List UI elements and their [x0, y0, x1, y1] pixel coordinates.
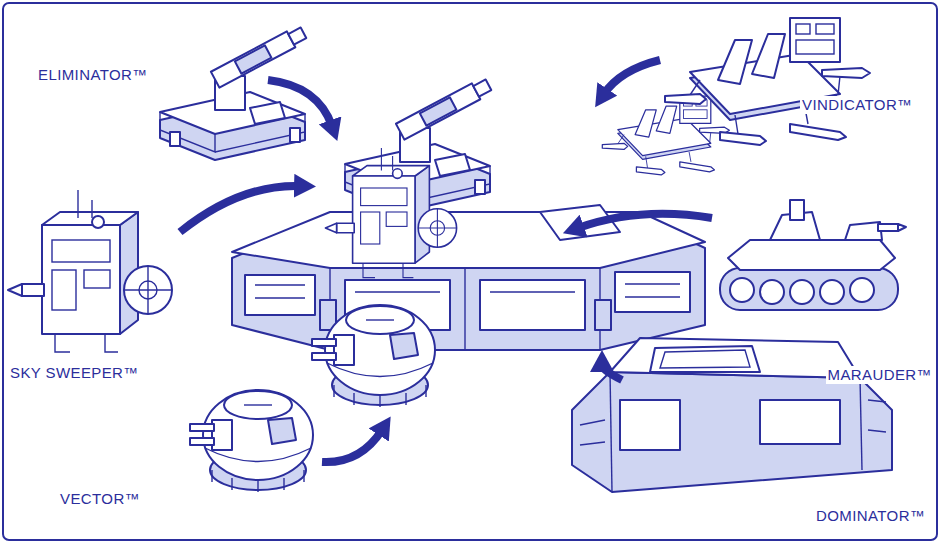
part-label: VINDICATOR™: [800, 96, 915, 114]
part-label: DOMINATOR™: [814, 507, 927, 525]
part-label: MARAUDER™: [826, 366, 934, 384]
part-label: SKY SWEEPER™: [8, 364, 141, 382]
part-label: ELIMINATOR™: [36, 66, 150, 84]
part-label: VECTOR™: [58, 490, 142, 508]
